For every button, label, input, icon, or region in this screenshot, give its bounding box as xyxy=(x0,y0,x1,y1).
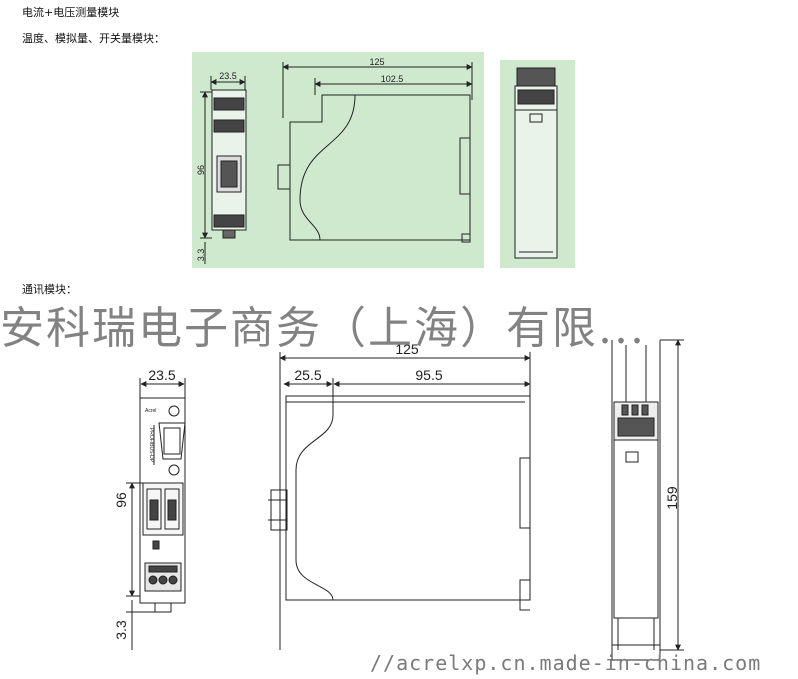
device-brand-text: Acrel xyxy=(145,408,156,414)
bottom-length-right-text: 95.5 xyxy=(415,367,442,383)
bottom-height-text: 96 xyxy=(113,492,129,508)
top-length-inner-text: 102.5 xyxy=(381,74,404,84)
top-back-view xyxy=(514,67,558,259)
section-label-comm: 通讯模块： xyxy=(22,283,77,296)
section-label-current-voltage: 电流+电压测量模块 xyxy=(22,6,120,19)
bottom-foot-text: 3.3 xyxy=(113,620,129,640)
top-foot-text: 3.3 xyxy=(196,249,206,262)
top-height-text: 96 xyxy=(196,165,206,175)
bottom-front-view xyxy=(126,378,186,650)
top-width-text: 23.5 xyxy=(219,71,237,81)
bottom-width-text: 23.5 xyxy=(148,367,175,383)
watermark-company-name: 安科瑞电子商务（上海）有限... xyxy=(0,303,646,354)
bottom-back-view xyxy=(611,339,684,661)
watermark-url: //acrelxp.cn.made-in-china.com xyxy=(370,651,762,675)
device-vertical-label: PROFIBUS-DP xyxy=(148,428,154,463)
bottom-side-view xyxy=(268,352,531,650)
top-side-view xyxy=(277,62,473,243)
bottom-side-height-text: 159 xyxy=(664,486,680,510)
top-length-total-text: 125 xyxy=(369,57,384,67)
top-front-view xyxy=(200,76,247,264)
section-label-temp-analog-switch: 温度、模拟量、开关量模块： xyxy=(22,32,165,45)
bottom-length-left-text: 25.5 xyxy=(294,367,321,383)
bottom-length-total-text: 125 xyxy=(395,341,419,357)
